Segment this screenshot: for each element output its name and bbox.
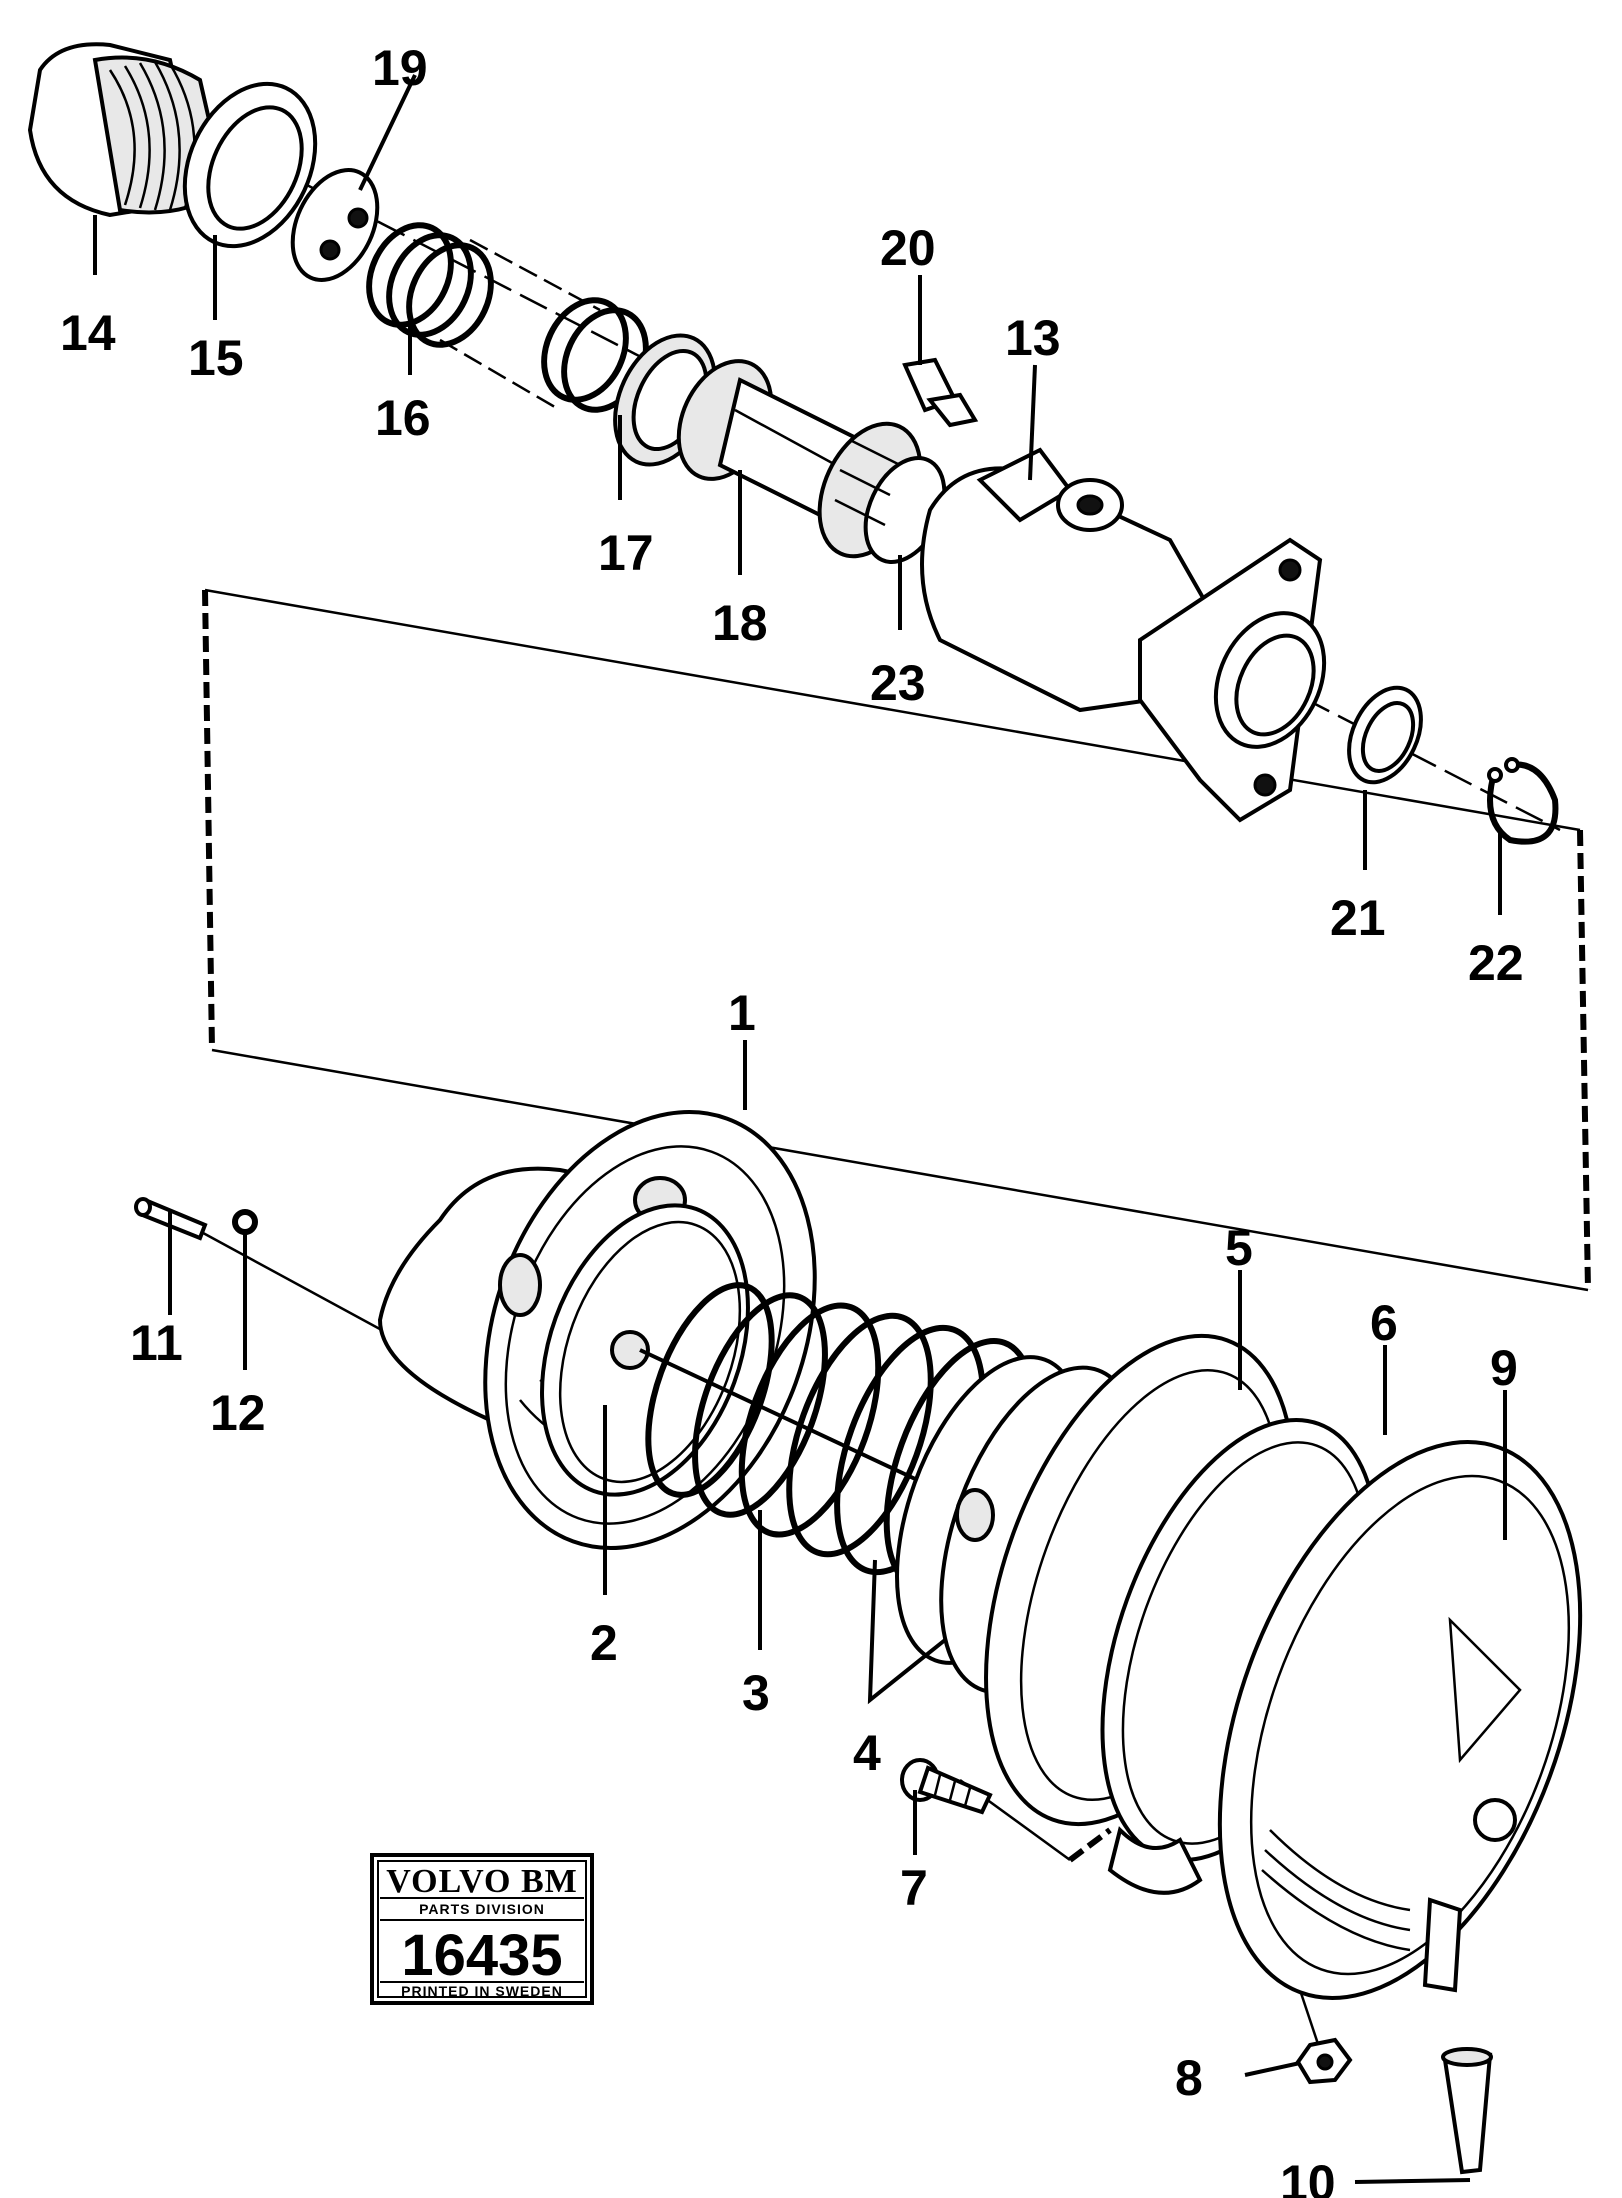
dashed-guide-right [1577,829,1591,1291]
circlip-part-22 [1487,757,1559,845]
part-number-labels: 19 14 15 16 17 18 23 20 13 21 22 1 11 12… [60,40,1524,2198]
label-7: 7 [900,1860,928,1916]
guide-line-top [204,588,1581,832]
stamp-division: PARTS DIVISION [419,1901,545,1917]
label-17: 17 [598,525,654,581]
label-22: 22 [1468,935,1524,991]
label-3: 3 [742,1665,770,1721]
label-14: 14 [60,305,116,361]
bolt-dashed-line [1068,1827,1112,1863]
stamp-brand: VOLVO BM [386,1863,577,1900]
drain-tube-part-10 [1441,2047,1493,2175]
clip-part-12 [232,1209,258,1235]
pin-axis-line [169,1213,401,1342]
label-16: 16 [375,390,431,446]
valve-assembly [27,42,1559,845]
label-5: 5 [1225,1220,1253,1276]
nut-part-8 [1295,2037,1353,2085]
bolt-part-7 [900,1758,993,1815]
label-13: 13 [1005,310,1061,366]
valve-housing-part-13 [920,447,1327,823]
brake-chamber-assembly [134,1110,1583,2175]
label-2: 2 [590,1615,618,1671]
label-18: 18 [712,595,768,651]
label-21: 21 [1330,890,1386,946]
washer-part-19 [290,168,380,282]
label-15: 15 [188,330,244,386]
label-10: 10 [1280,2155,1336,2198]
stamp-printed: PRINTED IN SWEDEN [401,1983,563,1999]
chamber-cover-part-9 [1217,1440,1583,2000]
ring-part-21 [1347,685,1423,785]
volvo-bm-stamp: VOLVO BM PARTS DIVISION 16435 PRINTED IN… [370,1853,594,2005]
pin-part-11 [134,1197,208,1241]
label-12: 12 [210,1385,266,1441]
leader-lines [93,74,1507,2184]
label-19: 19 [372,40,428,96]
stamp-number: 16435 [401,1923,562,1988]
guide-line-bottom [211,1048,1589,1292]
seal-part-23 [817,421,947,564]
label-4: 4 [853,1725,881,1781]
bleed-nipple-part-20 [902,357,979,428]
label-9: 9 [1490,1340,1518,1396]
label-23: 23 [870,655,926,711]
dashed-guide-left [202,589,215,1051]
label-11: 11 [130,1315,183,1371]
label-8: 8 [1175,2050,1203,2106]
label-6: 6 [1370,1295,1398,1351]
label-1: 1 [728,985,756,1041]
label-20: 20 [880,220,936,276]
